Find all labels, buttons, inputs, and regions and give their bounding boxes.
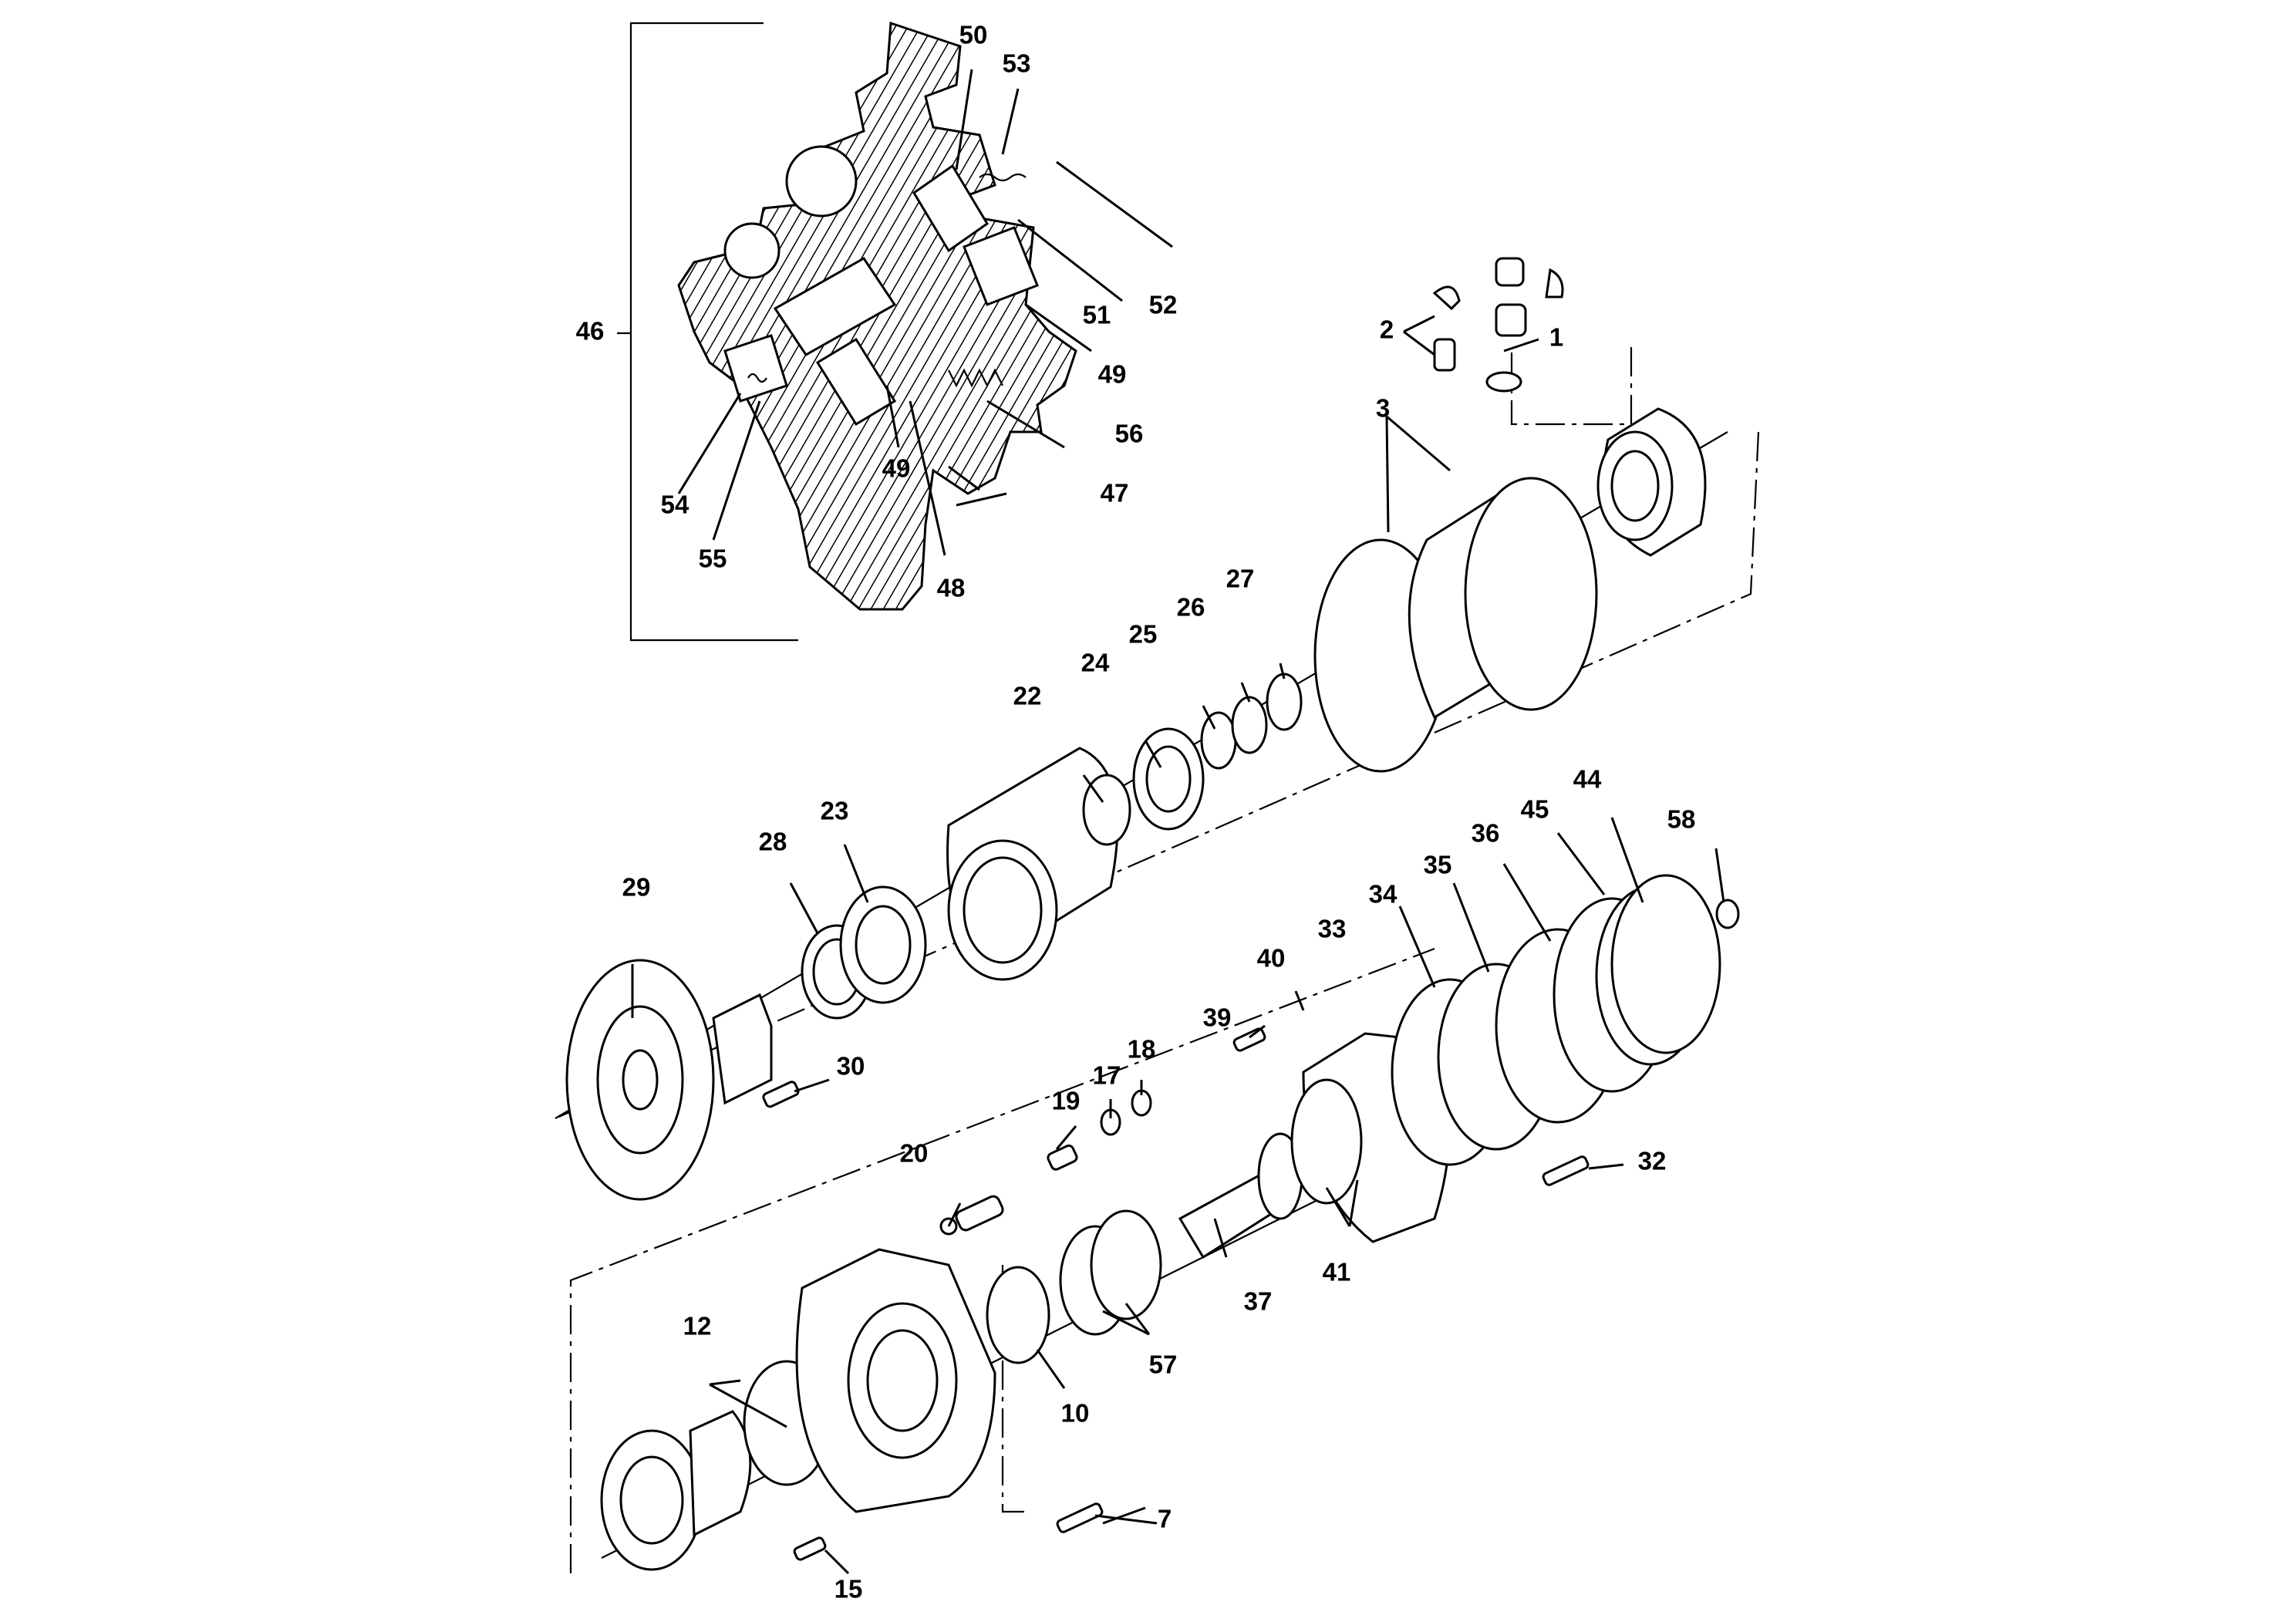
callout-12: 12: [683, 1312, 712, 1340]
lower-assembly: [569, 874, 1740, 1573]
leader-lines: [631, 69, 1725, 1575]
callout-54: 54: [661, 491, 689, 519]
callout-55: 55: [699, 545, 727, 573]
callout-7: 7: [1158, 1505, 1172, 1533]
callout-25: 25: [1129, 620, 1158, 649]
callout-10: 10: [1061, 1399, 1090, 1428]
callout-23: 23: [821, 797, 849, 825]
callout-1: 1: [1549, 323, 1563, 352]
callout-20: 20: [900, 1139, 929, 1168]
upper-assembly: [555, 257, 1760, 1201]
callout-30: 30: [837, 1052, 865, 1081]
callout-27: 27: [1226, 565, 1255, 593]
callout-36: 36: [1472, 819, 1500, 848]
callout-41: 41: [1323, 1258, 1351, 1286]
callout-19: 19: [1052, 1087, 1081, 1115]
callout-45: 45: [1521, 795, 1549, 824]
callout-2: 2: [1380, 315, 1394, 344]
callout-15: 15: [834, 1575, 863, 1603]
callout-3: 3: [1376, 394, 1390, 423]
callout-48: 48: [937, 574, 966, 602]
callout-33: 33: [1318, 915, 1347, 943]
callout-57: 57: [1149, 1351, 1178, 1379]
callout-37: 37: [1244, 1287, 1273, 1316]
callout-32: 32: [1638, 1147, 1667, 1175]
callout-40: 40: [1257, 944, 1286, 973]
callout-29: 29: [622, 873, 651, 902]
callout-52: 52: [1149, 291, 1178, 319]
callout-26: 26: [1177, 593, 1205, 622]
callout-17: 17: [1093, 1061, 1121, 1090]
callout-51: 51: [1083, 301, 1111, 329]
valve-detail-inset: [617, 21, 1077, 642]
callout-49b: 49: [882, 454, 911, 483]
callout-39: 39: [1203, 1003, 1232, 1032]
callout-44: 44: [1573, 765, 1602, 794]
callout-labels: 1 2 3 7 10 12 15 17 18 19 20 22 23 24 25…: [576, 21, 1696, 1603]
callout-28: 28: [759, 828, 787, 856]
callout-22: 22: [1013, 682, 1042, 710]
callout-18: 18: [1128, 1035, 1156, 1064]
callout-56: 56: [1115, 420, 1144, 448]
callout-24: 24: [1081, 649, 1110, 677]
callout-53: 53: [1003, 49, 1031, 78]
callout-49a: 49: [1098, 360, 1127, 389]
callout-35: 35: [1424, 851, 1452, 879]
callout-50: 50: [959, 21, 988, 49]
callout-34: 34: [1369, 880, 1397, 909]
callout-58: 58: [1667, 805, 1696, 834]
callout-46: 46: [576, 317, 605, 346]
callout-47: 47: [1101, 479, 1129, 508]
